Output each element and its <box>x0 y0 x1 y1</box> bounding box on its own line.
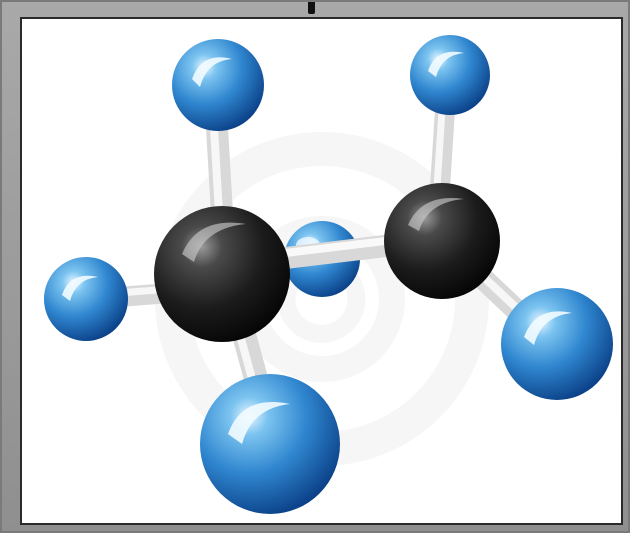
atom-carbon-left <box>154 206 290 342</box>
molecule-svg <box>44 35 613 514</box>
top-edge-fragment <box>308 0 315 14</box>
atom-hydrogen-left <box>44 257 128 341</box>
atom-hydrogen-right <box>501 288 613 400</box>
atom-hydrogen-bottom-left <box>200 374 340 514</box>
atom-hydrogen-top-left <box>172 39 264 131</box>
atom-carbon-right <box>384 183 500 299</box>
molecule-image <box>20 17 623 525</box>
atom-hydrogen-top-right <box>410 35 490 115</box>
